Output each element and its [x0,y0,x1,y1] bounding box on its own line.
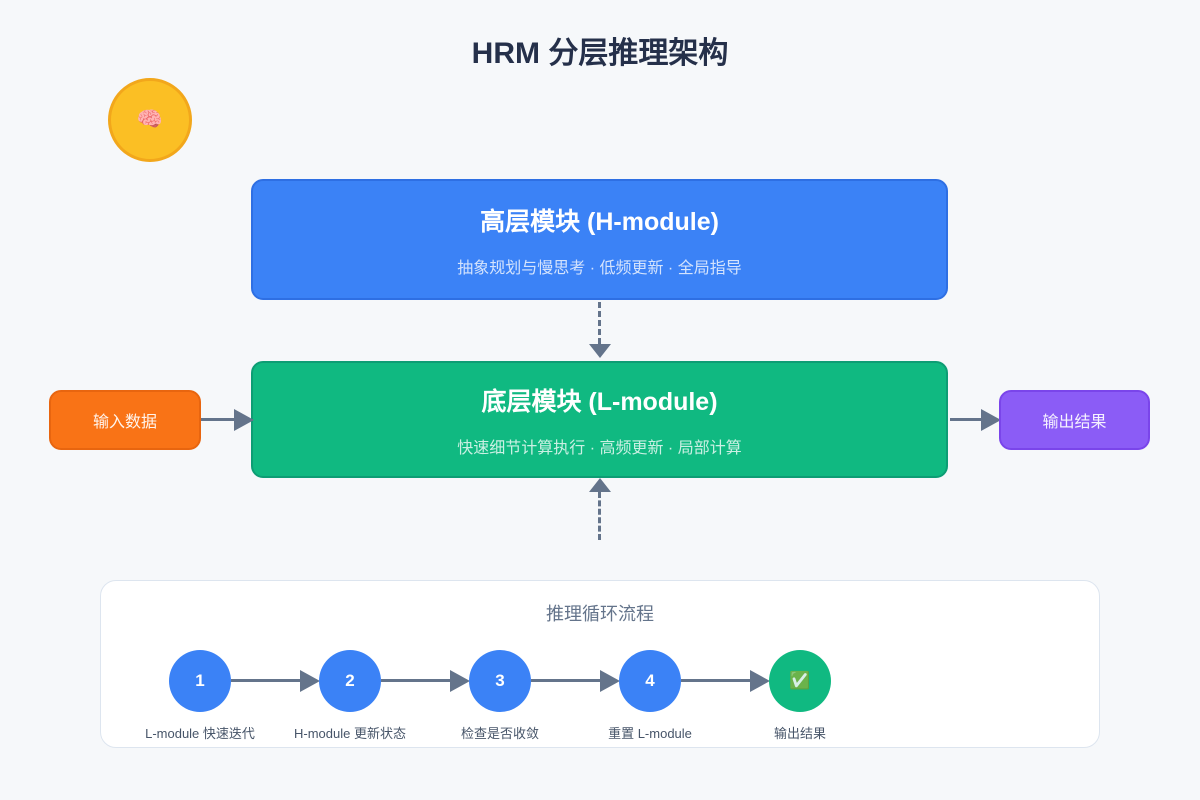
step-2-label: H-module 更新状态 [294,726,406,741]
output-box: 输出结果 [999,390,1150,450]
loop-to-l-dashed-line [598,492,601,540]
h-to-l-arrowhead-icon [589,344,611,358]
input-to-l-arrowhead-icon [234,409,254,431]
step-connector-arrowhead-icon [750,670,770,692]
check-icon: ✅ [789,671,811,690]
step-connector-line [381,679,452,682]
step-circle-1: 1 [169,650,231,712]
h-to-l-dashed-line [598,302,601,344]
step-connector-line [681,679,752,682]
step-connector-arrowhead-icon [300,670,320,692]
flow-panel [100,580,1100,748]
step-circle-2: 2 [319,650,381,712]
step-4-number: 4 [645,671,655,690]
step-circle-3: 3 [469,650,531,712]
step-connector-arrowhead-icon [600,670,620,692]
loop-to-l-arrowhead-icon [589,478,611,492]
step-3-label: 检查是否收敛 [460,726,539,741]
input-to-l-line [201,418,237,421]
flow-panel-title: 推理循环流程 [546,604,654,624]
step-1-number: 1 [195,671,205,690]
h-module-box: 高层模块 (H-module) 抽象规划与慢思考 · 低频更新 · 全局指导 [251,179,948,300]
h-module-title: 高层模块 (H-module) [480,207,719,236]
l-module-title: 底层模块 (L-module) [481,387,718,416]
l-to-output-arrowhead-icon [981,409,1001,431]
input-box: 输入数据 [49,390,201,450]
step-connector-line [531,679,602,682]
page-title: HRM 分层推理架构 [471,37,729,70]
step-3-number: 3 [495,671,505,690]
step-1-label: L-module 快速迭代 [145,726,255,741]
step-4-label: 重置 L-module [608,726,692,741]
l-module-box: 底层模块 (L-module) 快速细节计算执行 · 高频更新 · 局部计算 [251,361,948,478]
h-module-subtitle: 抽象规划与慢思考 · 低频更新 · 全局指导 [457,259,742,277]
brain-icon: 🧠 [136,108,164,131]
output-label: 输出结果 [1042,414,1107,431]
step-circle-done: ✅ [769,650,831,712]
step-circle-4: 4 [619,650,681,712]
l-module-subtitle: 快速细节计算执行 · 高频更新 · 局部计算 [457,439,742,457]
step-connector-arrowhead-icon [450,670,470,692]
input-label: 输入数据 [92,414,157,431]
l-to-output-line [950,418,983,421]
step-connector-line [231,679,302,682]
step-2-number: 2 [345,671,355,690]
brain-badge: 🧠 [108,78,192,162]
step-5-label: 输出结果 [773,726,826,741]
